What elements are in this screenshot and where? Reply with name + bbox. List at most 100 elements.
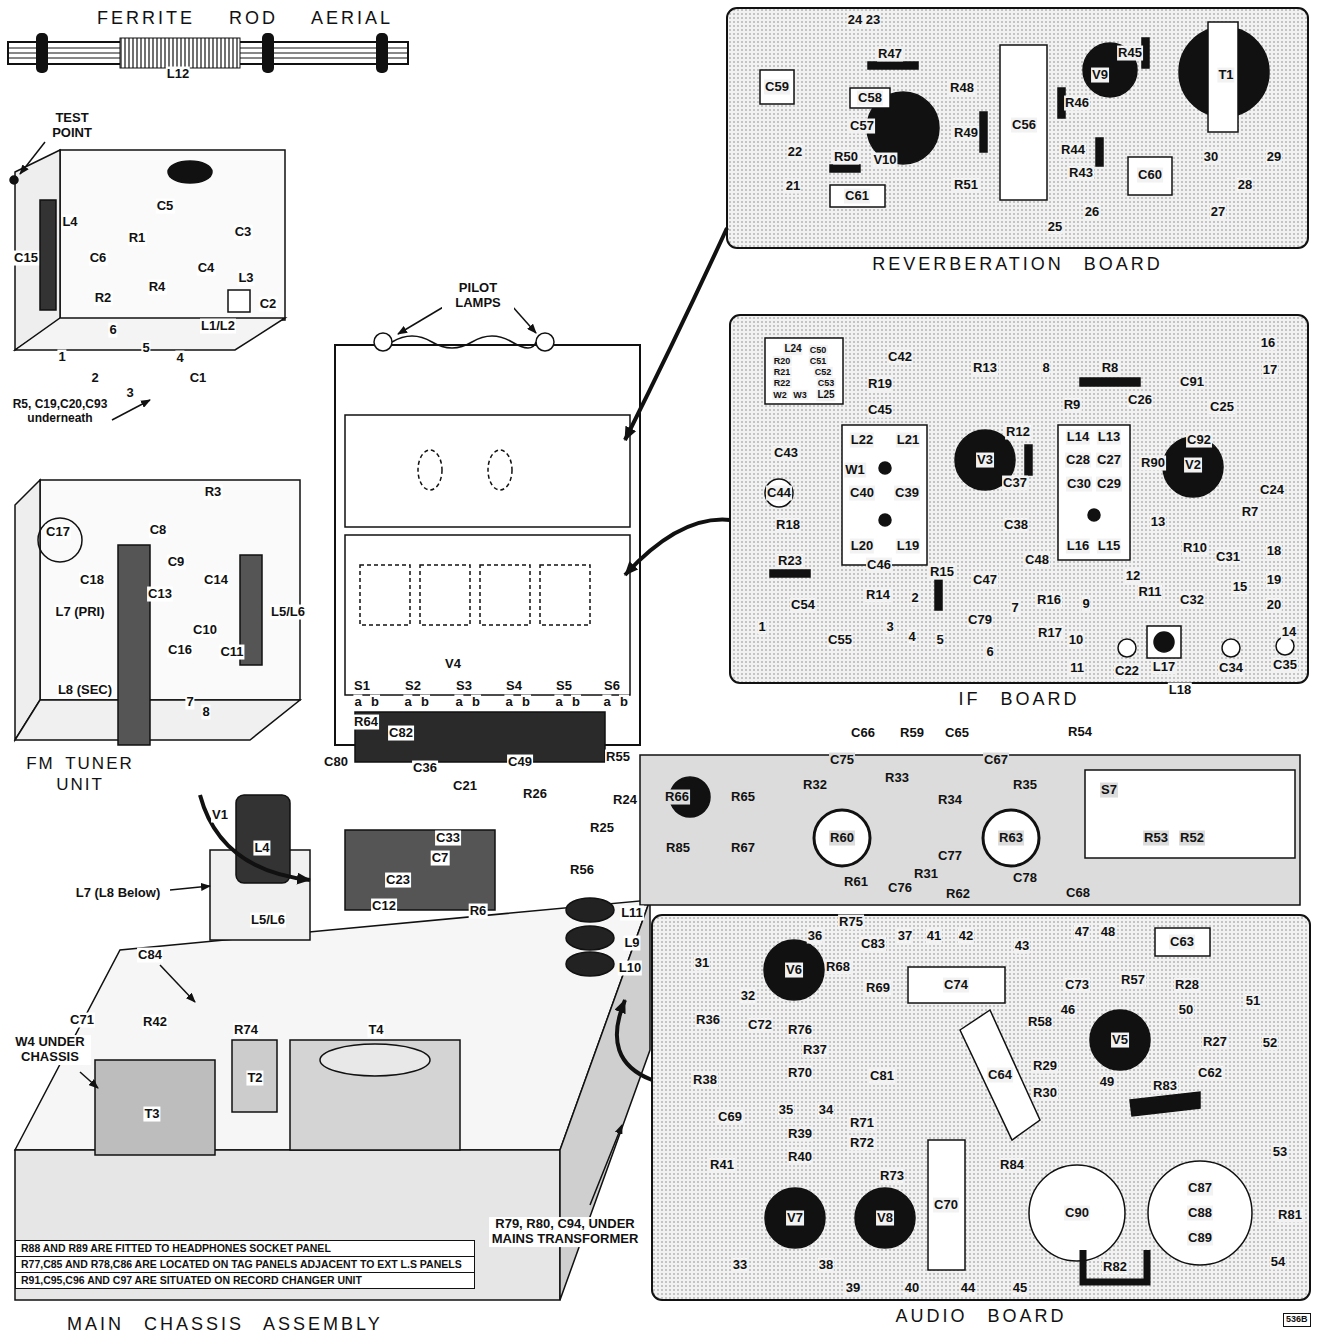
callout-label: C71 [69,1013,95,1028]
chassis-base-part [566,952,614,976]
fm-tuner-box-part [15,700,300,740]
ferrite-rod-part [36,33,48,73]
callout-label: V7 [786,1211,804,1226]
callout-label: 17 [1262,363,1278,378]
audio-board-part [765,1188,825,1248]
callout-label: C34 [1218,661,1244,676]
callout-label: V10 [872,153,897,168]
chassis-frame-part [420,565,470,625]
callout-label: 36 [807,929,823,944]
callout-label: L19 [896,539,920,554]
callout-label: S5 [555,679,573,694]
callout-label: C58 [857,91,883,106]
callout-label: R50 [833,150,859,165]
rf-tuner-unit-part [112,400,150,420]
callout-label: 2 [910,591,919,606]
callout-label: L7 (L8 Below) [67,886,169,901]
callout-label: 14 [1281,625,1297,640]
callout-label: C36 [412,761,438,776]
callout-label: C50 [809,345,828,355]
drawing-title: FERRITE ROD AERIAL [96,8,394,29]
callout-label: R61 [843,875,869,890]
callout-label: C23 [385,873,411,888]
callout-label: V2 [1184,458,1202,473]
reverberation-board-part [1142,38,1149,68]
callout-label: 54 [1270,1255,1286,1270]
callout-label: C25 [1209,400,1235,415]
callout-label: 46 [1060,1003,1076,1018]
callout-label: 44 [960,1281,976,1296]
callout-label: C18 [79,573,105,588]
callout-label: W3 [792,390,808,400]
callout-label: C84 [137,948,163,963]
reverberation-board-part [1000,45,1047,200]
fm-tuner-box-part [40,480,300,700]
callout-label: C33 [435,831,461,846]
reverberation-board-part [868,62,918,69]
callout-label: R73 [879,1169,905,1184]
callout-label: C43 [773,446,799,461]
callout-label: L3 [237,271,254,286]
callout-label: 6 [108,323,117,338]
unit-title: FM TUNER UNIT [15,754,145,795]
rf-tuner-unit-part [228,290,250,312]
callout-label: C79 [967,613,993,628]
callout-label: C62 [1197,1066,1223,1081]
callout-label: C87 [1187,1181,1213,1196]
callout-label: R46 [1064,96,1090,111]
callout-label: R36 [695,1013,721,1028]
callout-label: C54 [790,598,816,613]
callout-label: R4 [148,280,167,295]
callout-label: C65 [944,726,970,741]
audio-board-part [928,1140,965,1270]
callout-label: 41 [926,929,942,944]
reverberation-board [727,8,1308,248]
callout-label: 2 [90,371,99,386]
callout-label: 37 [897,929,913,944]
callout-label: C74 [943,978,969,993]
callout-label: C4 [197,261,216,276]
callout-label: V3 [976,453,994,468]
callout-label: 18 [1266,544,1282,559]
callout-label: R57 [1120,973,1146,988]
callout-label: R34 [937,793,963,808]
callout-label: R42 [142,1015,168,1030]
callout-label: R60 [829,831,855,846]
reverberation-board-part [760,70,794,104]
callout-label: 9 [1081,597,1090,612]
callout-label: W2 [772,390,788,400]
callout-label: 29 [1266,150,1282,165]
callout-label: W4 UNDER CHASSIS [9,1035,91,1065]
callout-label: R39 [787,1127,813,1142]
callout-label: L13 [1097,430,1121,445]
control-strip-part [814,810,870,866]
callout-label: S2 [404,679,422,694]
callout-label: 25 [1047,220,1063,235]
callout-label: C21 [452,779,478,794]
callout-label: R81 [1277,1208,1303,1223]
callout-label: R58 [1027,1015,1053,1030]
callout-label: R32 [802,778,828,793]
callout-label: C39 [894,486,920,501]
if-board-part [1058,425,1130,560]
chassis-frame-part [335,345,640,745]
callout-label: R65 [730,790,756,805]
callout-label: C68 [1065,886,1091,901]
callout-label: 28 [1237,178,1253,193]
unit-title: 536B [1284,1314,1310,1326]
if-board-part [1080,378,1140,386]
callout-label: R71 [849,1116,875,1131]
unit-title: REVERBERATION BOARD [727,254,1308,275]
callout-label: C53 [817,378,836,388]
callout-label: C26 [1127,393,1153,408]
if-board-part [879,462,891,474]
callout-label: C72 [747,1018,773,1033]
callout-label: L22 [850,433,874,448]
callout-label: 11 [1069,661,1085,676]
callout-label: T3 [143,1107,160,1122]
callout-label: 5 [935,633,944,648]
callout-label: C89 [1187,1231,1213,1246]
audio-board-part [1130,1092,1200,1116]
audio-board-part [1155,928,1210,956]
